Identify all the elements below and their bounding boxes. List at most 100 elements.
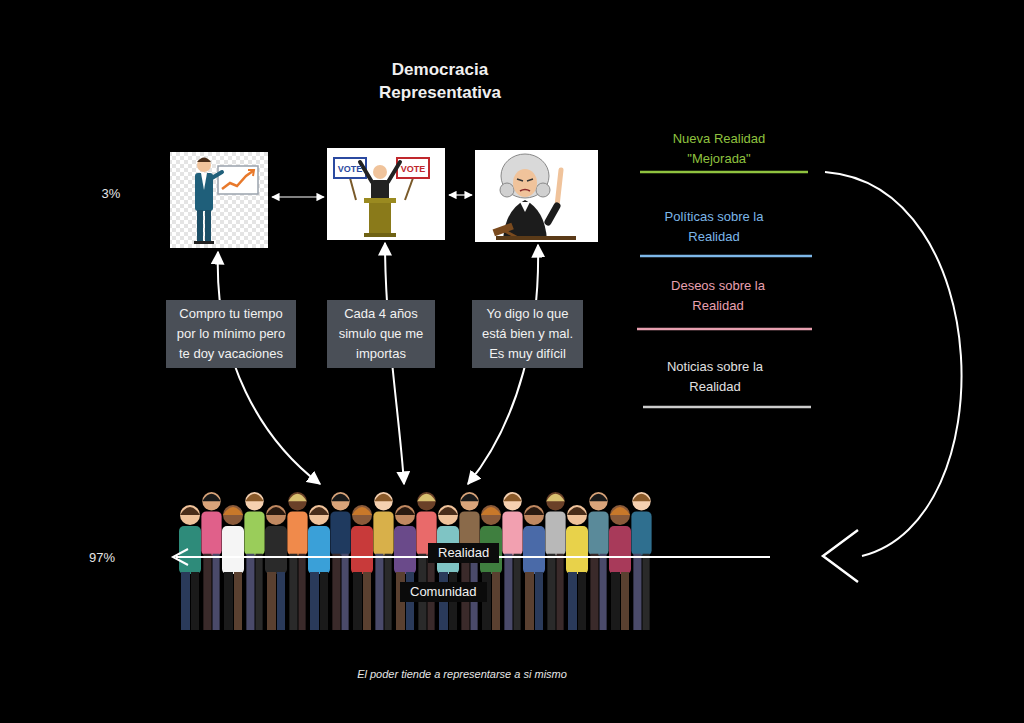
person-shape <box>180 505 200 525</box>
person-shape <box>481 505 501 525</box>
businessman-picture <box>170 152 268 248</box>
person-shape <box>213 554 220 630</box>
stage-label-holder: Deseos sobre la Realidad <box>670 276 766 316</box>
person-shape <box>256 554 263 630</box>
curved-arrow <box>218 252 320 484</box>
person-shape <box>546 492 564 510</box>
label-box: Realidad <box>428 543 499 563</box>
stage-label-holder: Nueva Realidad "Mejorada" <box>663 129 775 169</box>
quote-box: Cada 4 años simulo que me importas <box>327 300 435 368</box>
person-shape <box>352 505 372 525</box>
person-shape <box>503 492 521 510</box>
underline <box>637 328 812 331</box>
stage-label: Deseos sobre la Realidad <box>670 276 766 316</box>
person-shape <box>525 572 534 630</box>
person-shape <box>600 554 607 630</box>
quote-box: Compro tu tiempo por lo mínimo pero te d… <box>166 300 296 368</box>
person-shape <box>535 572 543 630</box>
percent-label-holder: 3% <box>91 184 131 204</box>
person-shape <box>568 572 577 630</box>
person-shape <box>179 526 201 574</box>
person-shape <box>245 494 263 501</box>
person-shape <box>504 554 512 630</box>
person-shape <box>287 511 307 555</box>
person-shape <box>492 572 500 630</box>
person-shape <box>223 507 243 515</box>
person-shape <box>385 554 392 630</box>
person-shape <box>222 526 244 574</box>
diagram-title: Democracia Representativa <box>360 58 520 104</box>
sign-text: VOTE <box>335 162 365 176</box>
person-shape <box>417 494 435 501</box>
double-arrow <box>272 196 324 197</box>
person-shape <box>460 494 478 501</box>
chevron <box>173 549 188 565</box>
percent-label: 97% <box>80 548 124 568</box>
node-text: Compro tu tiempo por lo mínimo pero te d… <box>172 304 290 364</box>
person-shape <box>266 505 286 525</box>
person-shape <box>373 511 393 555</box>
person-shape <box>246 554 254 630</box>
person-shape <box>546 494 564 501</box>
person-shape <box>417 492 435 510</box>
person-shape <box>460 492 478 510</box>
person-shape <box>610 507 630 515</box>
person-shape <box>224 572 233 630</box>
label-box: Comunidad <box>400 582 487 602</box>
person-shape <box>181 572 190 630</box>
person-shape <box>481 507 501 515</box>
node-text: Cada 4 años simulo que me importas <box>333 304 429 364</box>
person-shape <box>351 526 373 574</box>
person-shape <box>547 554 555 630</box>
person-shape <box>331 494 349 501</box>
person-shape <box>332 554 340 630</box>
person-shape <box>621 572 629 630</box>
caption: El poder tiende a representarse a si mis… <box>262 667 662 682</box>
judge-picture <box>475 150 598 242</box>
person-shape <box>524 505 544 525</box>
stage-label: Políticas sobre la Realidad <box>660 207 768 247</box>
percent-label-holder: 97% <box>80 548 124 568</box>
underline <box>640 255 812 258</box>
person-shape <box>557 554 564 630</box>
person-shape <box>288 494 306 501</box>
person-shape <box>277 572 285 630</box>
sign-text-holder: VOTE <box>398 162 428 176</box>
person-shape <box>191 572 199 630</box>
person-shape <box>223 505 243 525</box>
person-shape <box>320 572 328 630</box>
return-curve <box>825 172 962 556</box>
node-text: Realidad <box>438 544 489 562</box>
person-shape <box>289 554 297 630</box>
person-shape <box>353 572 362 630</box>
person-shape <box>266 507 286 515</box>
stage-label-holder: Políticas sobre la Realidad <box>660 207 768 247</box>
person-shape <box>394 526 416 574</box>
person-shape <box>202 492 220 510</box>
person-shape <box>632 492 650 510</box>
person-shape <box>309 505 329 525</box>
person-shape <box>610 505 630 525</box>
person-shape <box>589 492 607 510</box>
person-shape <box>331 492 349 510</box>
person-shape <box>202 494 220 501</box>
person-shape <box>632 494 650 501</box>
underline <box>643 406 811 409</box>
caption-block: El poder tiende a representarse a si mis… <box>262 667 662 682</box>
person-shape <box>567 507 587 515</box>
person-shape <box>523 526 545 574</box>
stage-label: Noticias sobre la Realidad <box>663 357 767 397</box>
person-shape <box>309 507 329 515</box>
person-shape <box>438 507 458 515</box>
person-shape <box>265 526 287 574</box>
person-shape <box>395 507 415 515</box>
person-shape <box>567 505 587 525</box>
person-shape <box>180 507 200 515</box>
person-shape <box>524 507 544 515</box>
person-shape <box>514 554 521 630</box>
person-shape <box>299 554 306 630</box>
title-block: Democracia Representativa <box>360 58 520 104</box>
sign-text: VOTE <box>398 162 428 176</box>
person-shape <box>589 494 607 501</box>
